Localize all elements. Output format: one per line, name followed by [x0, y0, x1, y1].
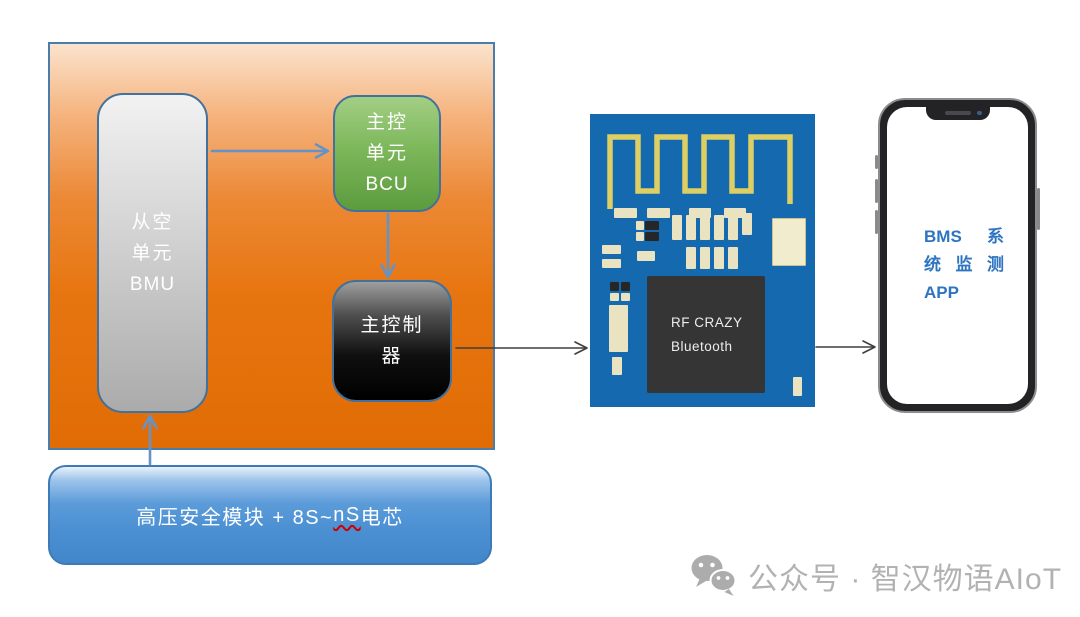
controller-label-line: 器 [381, 346, 403, 367]
phone-mute-button [875, 155, 878, 169]
bluetooth-pcb-module: RF CRAZY Bluetooth [589, 113, 816, 408]
watermark: 公众号 · 智汉物语AIoT [690, 553, 1062, 599]
bmu-label-line: 单元 [131, 242, 174, 264]
watermark-text: 公众号 · 智汉物语AIoT [748, 563, 1063, 596]
smd-pad [714, 247, 724, 269]
bmu-block: 从空 单元 BMU [97, 93, 208, 413]
wechat-icon [691, 555, 737, 596]
smd-component [621, 282, 630, 291]
app-label-line: 统 监 测 [924, 255, 1004, 274]
arrow-bluetooth-to-phone [815, 340, 876, 354]
smd-pad [689, 208, 711, 218]
phone-volume-button [875, 210, 878, 234]
smartphone: BMS 系 统 监 测 APP [875, 98, 1040, 413]
phone-notch [925, 107, 990, 120]
smd-pad [647, 208, 670, 218]
controller-label-line: 主控制 [360, 315, 424, 336]
smd-pad [636, 221, 644, 230]
main-controller-block: 主控制 器 [332, 280, 452, 402]
smd-pad [686, 215, 696, 240]
smd-pad [724, 208, 746, 218]
bcu-label-line: 单元 [365, 143, 408, 164]
bcu-label-line: 主控 [365, 112, 408, 133]
speaker-slot-icon [944, 111, 971, 115]
smd-pad [686, 247, 696, 269]
smd-pad [636, 232, 644, 241]
hv-label-spellcheck: nS [333, 503, 361, 526]
smd-pad [700, 247, 710, 269]
smd-component [645, 232, 659, 241]
smd-pad [700, 215, 710, 240]
bluetooth-chip: RF CRAZY Bluetooth [647, 276, 765, 393]
smd-component [645, 221, 659, 230]
bmu-label-line: BMU [129, 273, 176, 295]
camera-dot-icon [977, 110, 982, 115]
hv-safety-module-block: 高压安全模块 + 8S~nS 电芯 [48, 465, 492, 565]
smd-pad [742, 213, 752, 235]
phone-volume-button [875, 179, 878, 203]
smd-pad [610, 293, 619, 301]
smd-pad [602, 245, 621, 254]
hv-label-prefix: 高压安全模块 + 8S~ [136, 506, 334, 529]
smd-pad [728, 215, 738, 240]
chip-label-line: Bluetooth [671, 339, 733, 354]
bms-app-label: BMS 系 统 监 测 APP [924, 223, 1004, 307]
app-label-line: BMS 系 [924, 227, 1004, 246]
bcu-block: 主控 单元 BCU [333, 95, 441, 212]
smd-pad [621, 293, 630, 301]
smd-pad [637, 251, 655, 261]
smd-pad [714, 215, 724, 240]
smd-pad [612, 357, 622, 375]
phone-power-button [1037, 188, 1040, 230]
bmu-label-line: 从空 [131, 211, 174, 233]
antenna-trace-icon [607, 134, 793, 209]
chip-label-line: RF CRAZY [671, 315, 743, 330]
bcu-label-line: BCU [365, 174, 409, 195]
smd-pad [728, 247, 738, 269]
smd-component [610, 282, 619, 291]
smd-pad [793, 377, 802, 396]
smd-component [772, 218, 806, 266]
smd-pad [602, 259, 621, 268]
smd-component [609, 305, 628, 352]
app-label-line: APP [924, 283, 959, 302]
phone-screen: BMS 系 统 监 测 APP [887, 107, 1028, 404]
smd-pad [614, 208, 637, 218]
smd-pad [672, 215, 682, 240]
hv-label-suffix: 电芯 [360, 506, 404, 529]
